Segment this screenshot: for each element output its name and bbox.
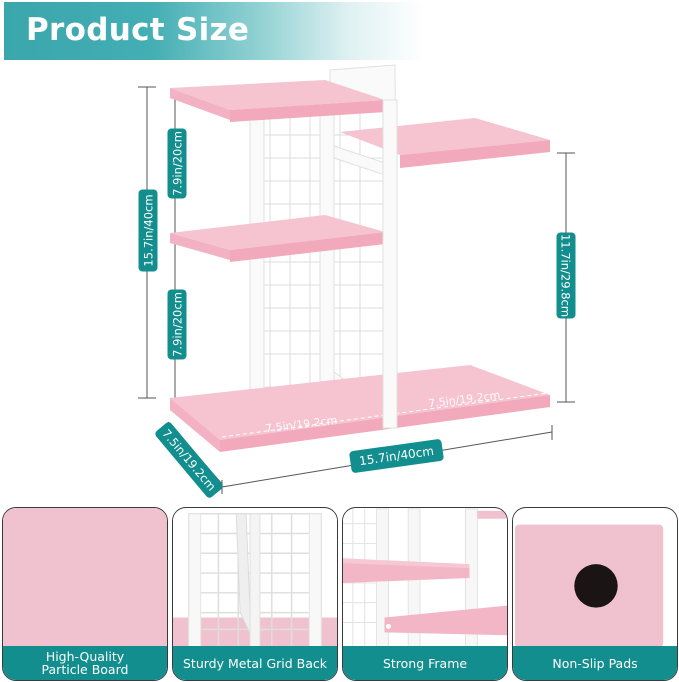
frame-closeup-icon	[343, 508, 507, 648]
middle-shelf	[170, 215, 385, 262]
feature-card-particle-board: High-Quality Particle Board	[2, 507, 168, 681]
lower-gap-tag: 7.9in/20cm	[167, 289, 187, 360]
feature-caption: Non-Slip Pads	[513, 646, 677, 680]
base-shelf	[170, 365, 550, 452]
right-height-tag: 11.7in/29.8cm	[556, 232, 576, 319]
feature-cards: High-Quality Particle Board Sturdy Metal…	[0, 505, 679, 682]
shelf-illustration	[138, 64, 575, 494]
feature-card-non-slip-pads: Non-Slip Pads	[512, 507, 678, 681]
feature-caption: Strong Frame	[343, 646, 507, 680]
feature-card-metal-grid: Sturdy Metal Grid Back	[172, 507, 338, 681]
feature-card-strong-frame: Strong Frame	[342, 507, 508, 681]
feature-caption: Sturdy Metal Grid Back	[173, 646, 337, 680]
total-height-tag: 15.7in/40cm	[138, 189, 158, 272]
non-slip-pad-icon	[513, 508, 677, 648]
particle-board-swatch-icon	[3, 508, 167, 648]
feature-caption: High-Quality Particle Board	[3, 646, 167, 680]
title-banner: Product Size	[4, 2, 424, 60]
page-title: Product Size	[26, 12, 250, 48]
top-shelf	[170, 80, 385, 122]
upper-gap-tag: 7.9in/20cm	[167, 128, 187, 199]
metal-grid-icon	[173, 508, 337, 648]
